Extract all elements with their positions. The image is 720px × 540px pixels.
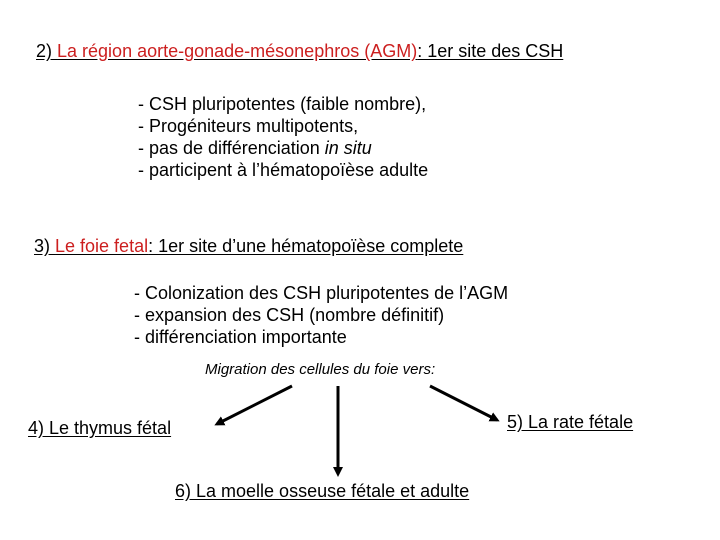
section-3-title-rest: : 1er site d’une hématopoïèse complete [148,236,464,256]
section-3-heading: 3) Le foie fetal: 1er site d’une hématop… [34,236,463,257]
section-3-title-red: Le foie fetal [55,236,149,256]
section-3-bullet: - expansion des CSH (nombre définitif) [134,305,445,325]
thymus-label: 4) Le thymus fétal [28,418,172,438]
section-2-bullet-insitu: - pas de différenciation in situ [138,137,428,159]
section-3-bullets: - Colonization des CSH pluripotentes de … [134,282,508,348]
section-3-bullet: - différenciation importante [134,327,347,347]
section-3-number: 3) [34,236,56,256]
section-2-bullet: - participent à l’hématopoïèse adulte [138,160,429,180]
moelle-label: 6) La moelle osseuse fétale et adulte [175,481,470,501]
arrow-to-thymus [214,384,293,426]
section-2-number: 2) [36,41,58,61]
in-situ-italic: in situ [324,138,372,158]
rate-label: 5) La rate fétale [507,412,634,432]
arrow-to-rate [429,384,500,422]
section-2-bullet: - Progéniteurs multipotents, [138,116,359,136]
migration-label: Migration des cellules du foie vers: [205,361,436,378]
section-2-bullet-text: - pas de différenciation [138,138,325,158]
section-2-title-red: La région aorte-gonade-mésonephros (AGM) [57,41,418,61]
section-2-title-rest: : 1er site des CSH [417,41,564,61]
section-2-heading: 2) La région aorte-gonade-mésonephros (A… [36,41,563,62]
section-2-bullets: - CSH pluripotentes (faible nombre), - P… [138,93,428,181]
section-3-bullet: - Colonization des CSH pluripotentes de … [134,283,509,303]
section-2-bullet: - CSH pluripotentes (faible nombre), [138,94,427,114]
